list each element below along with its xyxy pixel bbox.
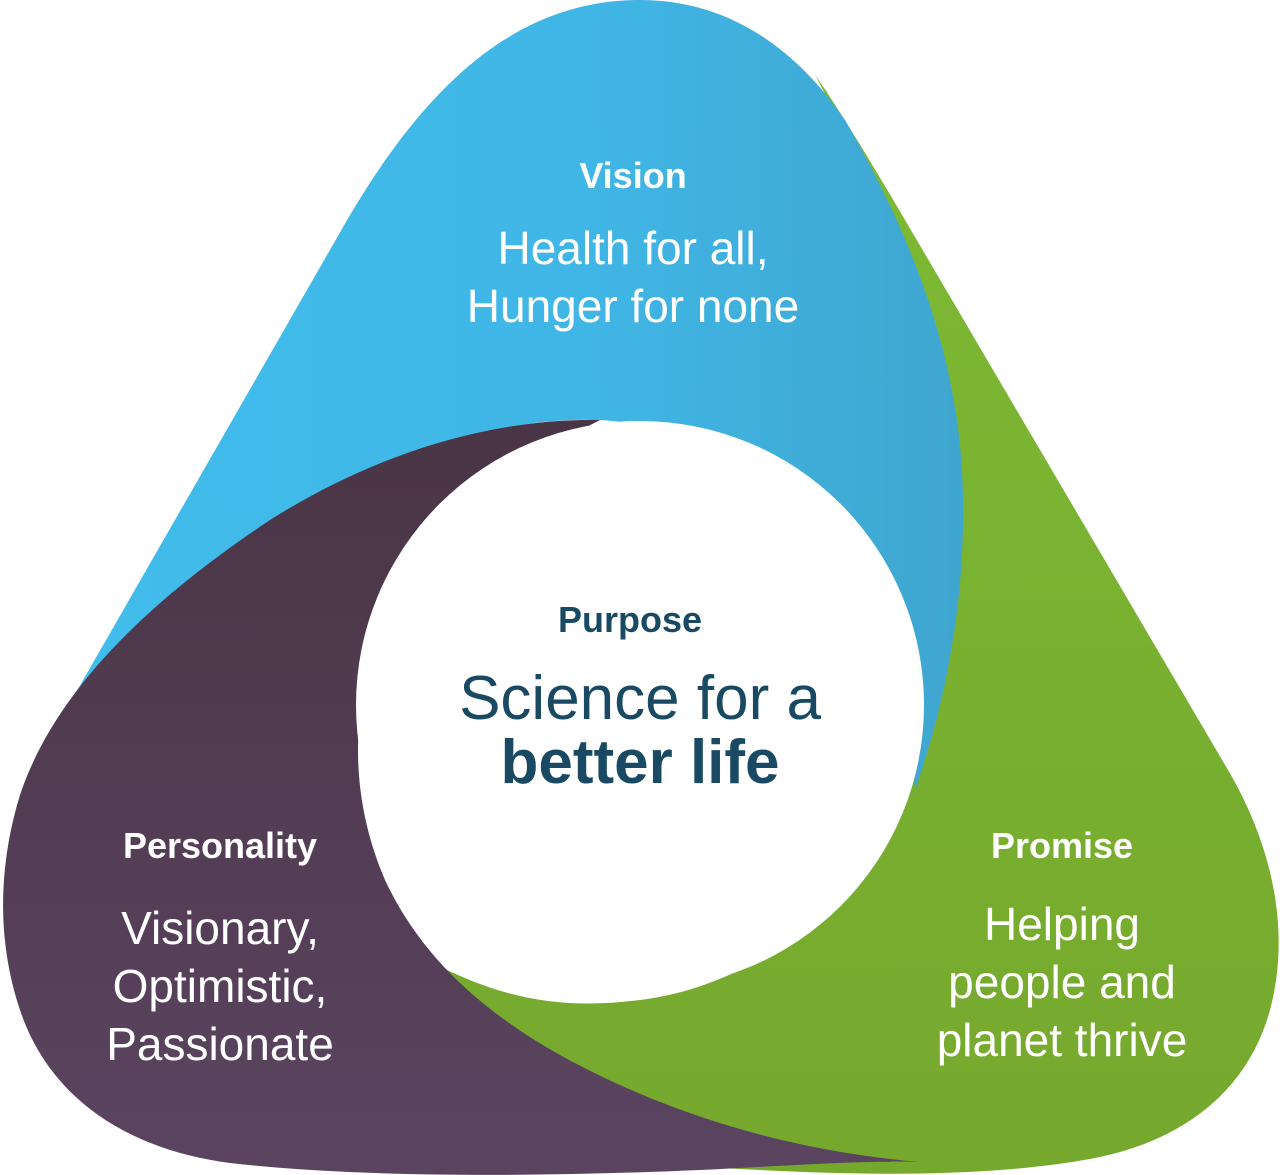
personality-line: Optimistic, bbox=[112, 960, 328, 1012]
purpose-title: Purpose bbox=[557, 599, 703, 640]
vision-text: Health for all, Hunger for none bbox=[383, 219, 883, 335]
personality-line: Visionary, bbox=[121, 902, 319, 954]
vision-line: Hunger for none bbox=[466, 280, 800, 332]
purpose-line: Science for a bbox=[459, 664, 821, 733]
personality-line: Passionate bbox=[106, 1018, 334, 1070]
purpose-line-bold: better life bbox=[500, 728, 780, 797]
personality-lobe bbox=[3, 419, 920, 1175]
promise-text: Helping people and planet thrive bbox=[912, 895, 1212, 1069]
promise-title: Promise bbox=[990, 825, 1134, 866]
promise-line: people and bbox=[948, 956, 1176, 1008]
promise-line: Helping bbox=[984, 898, 1140, 950]
personality-text: Visionary, Optimistic, Passionate bbox=[70, 899, 370, 1073]
promise-line: planet thrive bbox=[936, 1014, 1188, 1066]
purpose-text: Science for a better life bbox=[400, 668, 880, 796]
vision-title: Vision bbox=[579, 155, 687, 196]
personality-title: Personality bbox=[122, 825, 318, 866]
vision-lobe bbox=[20, 0, 964, 790]
purpose-circle bbox=[356, 421, 924, 989]
promise-lobe bbox=[410, 75, 1279, 1174]
vision-line: Health for all, bbox=[497, 222, 769, 274]
